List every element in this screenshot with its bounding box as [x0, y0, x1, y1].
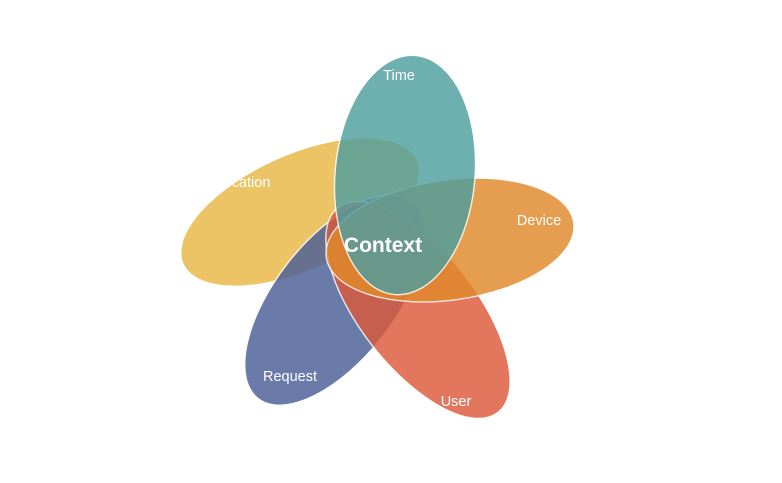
label-location: Location — [216, 175, 271, 191]
label-device: Device — [517, 213, 561, 229]
label-request: Request — [263, 369, 317, 385]
petal-group — [180, 54, 575, 420]
label-time: Time — [383, 68, 415, 84]
center-label-context: Context — [344, 234, 422, 257]
label-user: User — [441, 394, 472, 410]
petal-time — [333, 54, 477, 296]
